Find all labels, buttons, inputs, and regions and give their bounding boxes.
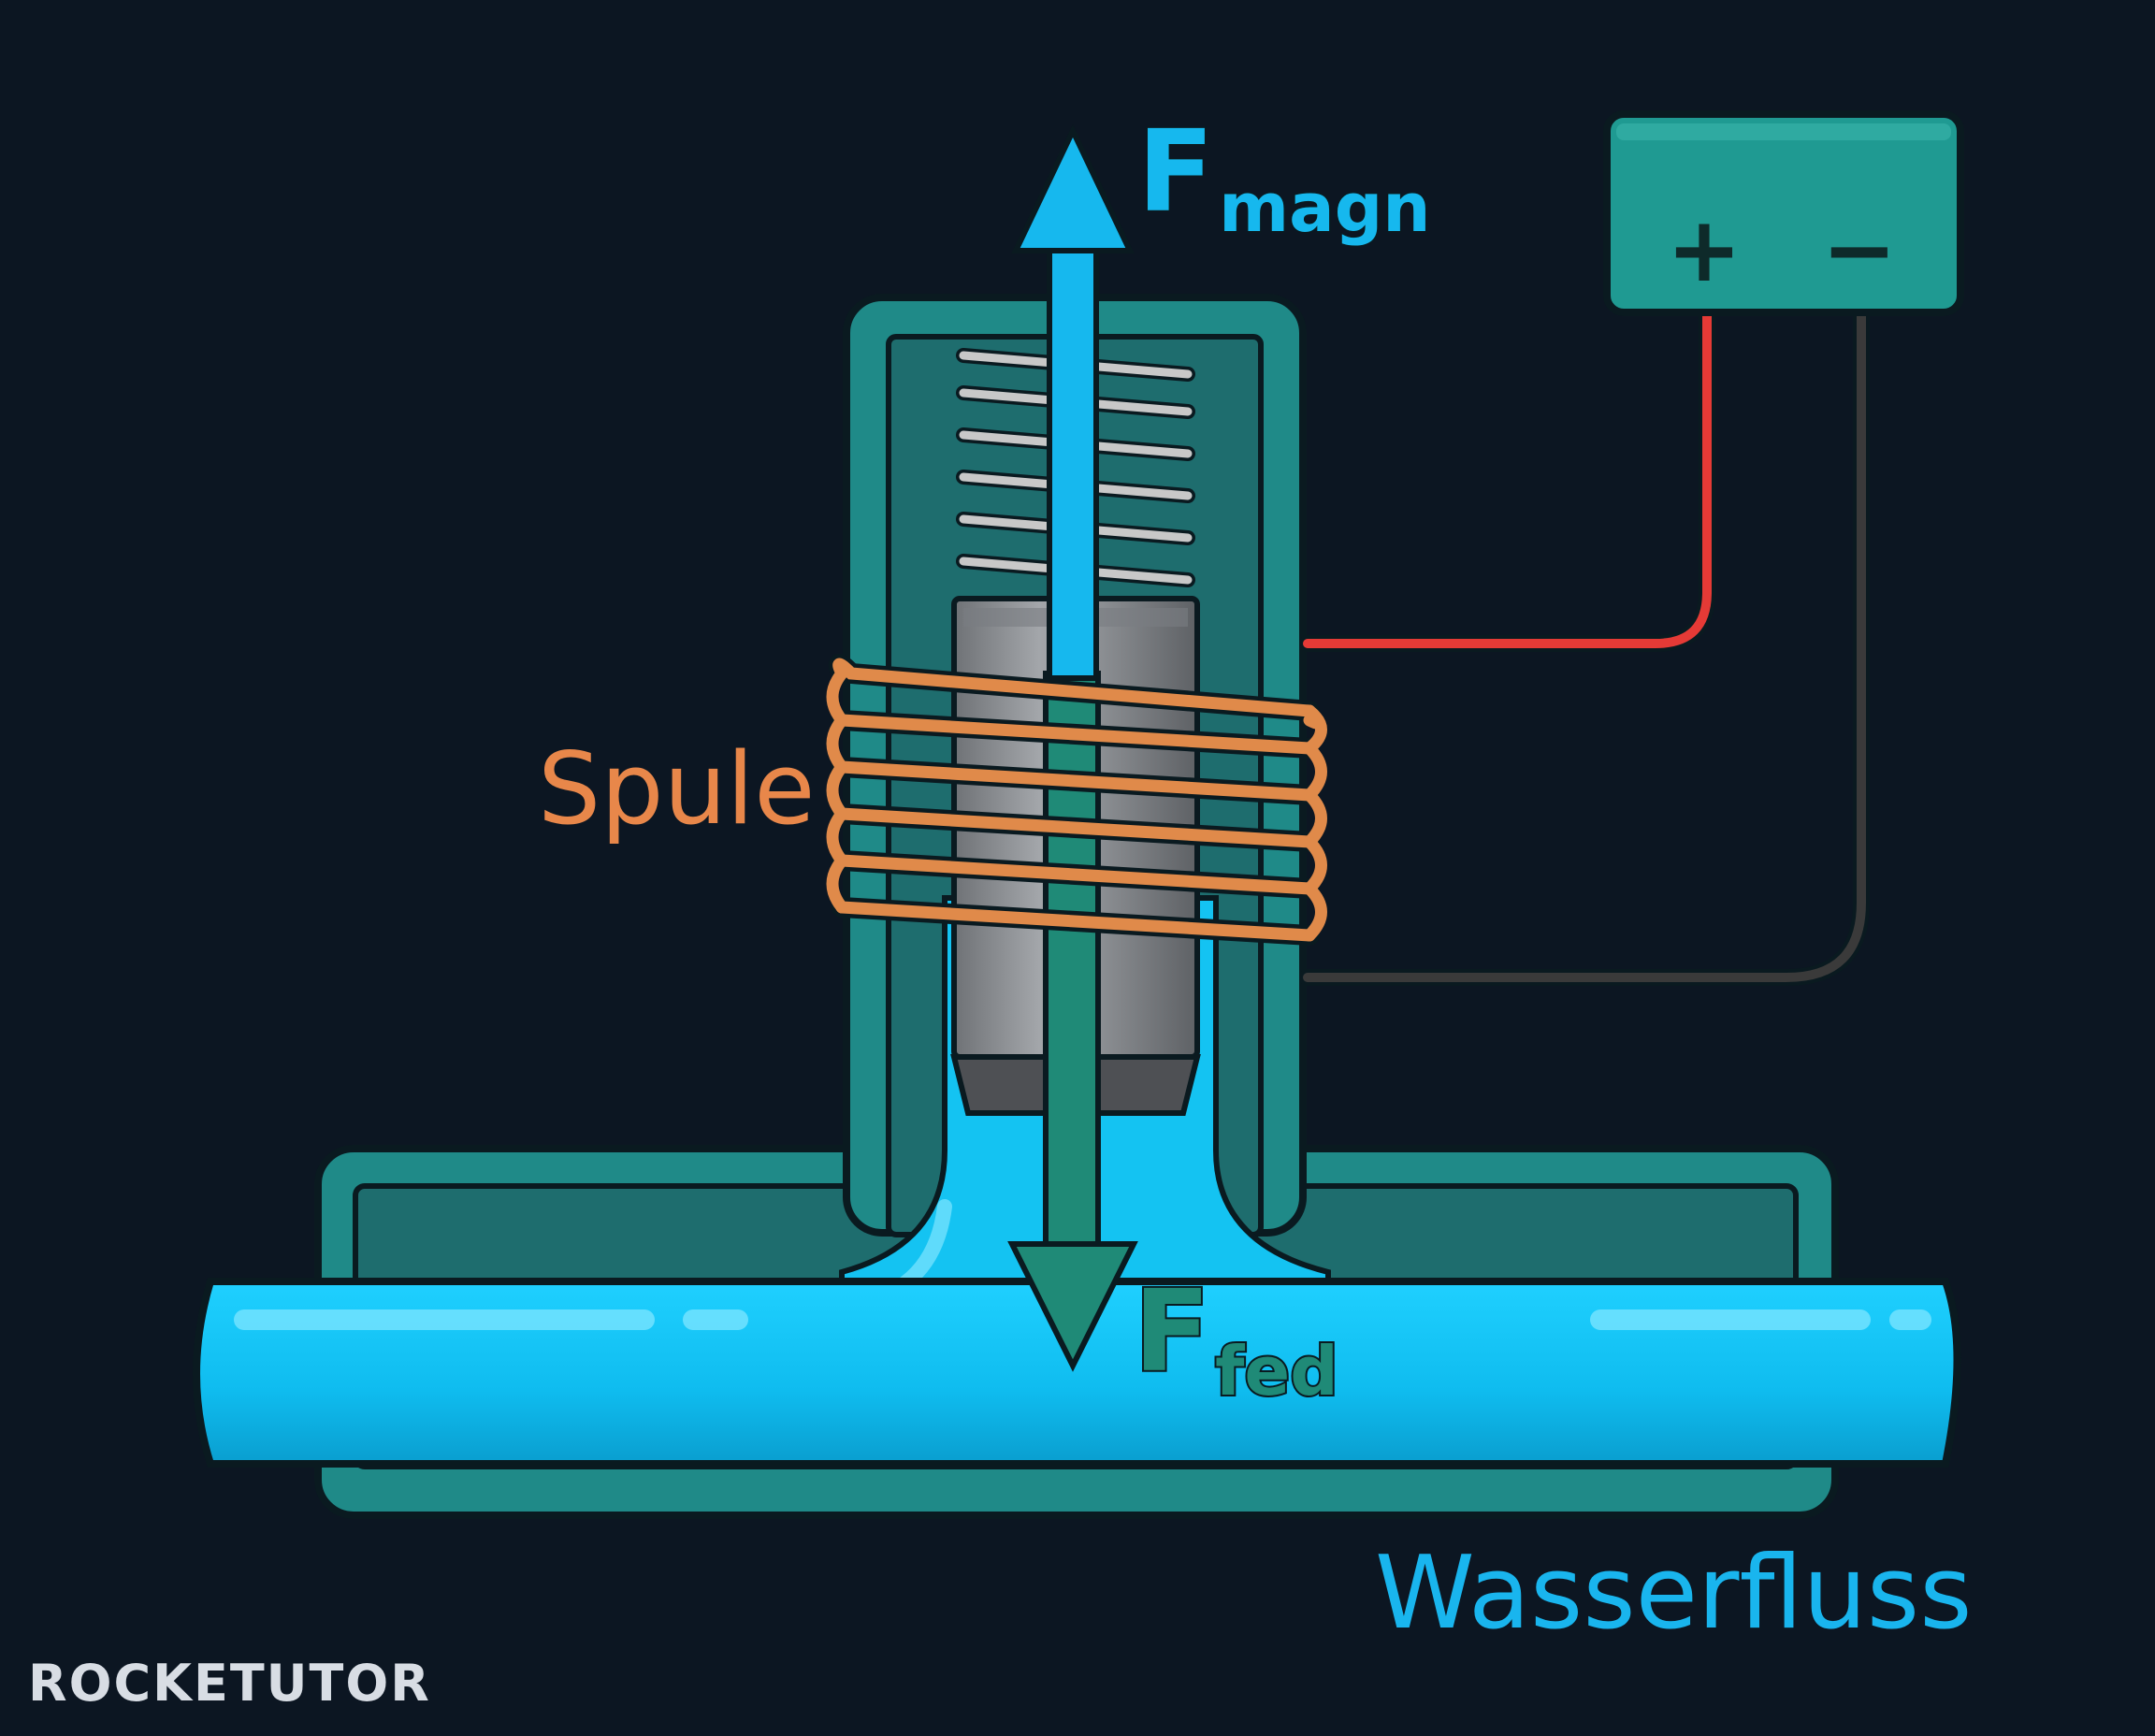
watermark-logo: ROCKETUTOR <box>28 1654 431 1713</box>
water-pipe <box>193 1278 1961 1468</box>
force-down-subscript: fed <box>1215 1332 1338 1410</box>
wires <box>1299 291 1870 986</box>
force-up-subscript: magn <box>1219 168 1430 247</box>
force-up-label: F magn <box>1137 108 1430 247</box>
battery: + − <box>1603 110 1964 316</box>
coil <box>826 654 1327 946</box>
force-down-symbol: F <box>1134 1267 1210 1397</box>
force-down-label: F fed <box>1134 1267 1338 1410</box>
battery-minus-label: − <box>1822 197 1897 302</box>
force-up-arrow <box>1011 124 1135 681</box>
force-up-symbol: F <box>1137 108 1214 238</box>
coil-label: Spule <box>538 731 815 846</box>
battery-plus-label: + <box>1667 197 1742 302</box>
flow-label: Wasserfluss <box>1375 1535 1972 1652</box>
